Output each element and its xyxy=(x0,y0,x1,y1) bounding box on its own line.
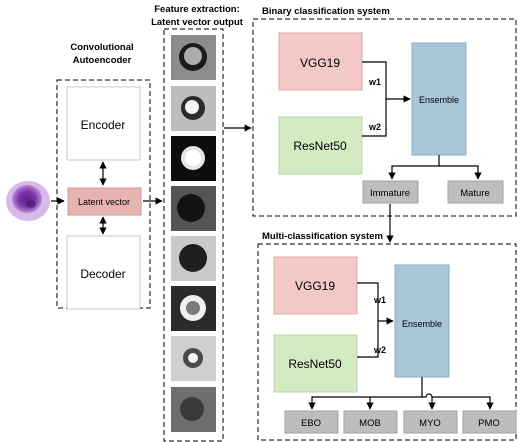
binary-ensemble-label: Ensemble xyxy=(419,95,459,105)
encoder-box xyxy=(66,86,141,161)
multi-resnet50-label: ResNet50 xyxy=(288,357,342,371)
multi-output-box xyxy=(343,410,398,434)
feature-tile xyxy=(171,136,216,181)
binary-arrow-to-mature xyxy=(439,165,482,180)
binary-ensemble-box xyxy=(411,42,467,156)
feature-tile xyxy=(171,186,216,231)
multi-output-box xyxy=(403,410,458,434)
binary-w2-label: w2 xyxy=(368,122,381,132)
multi-arrow-to-myo xyxy=(422,393,436,410)
feature-tile xyxy=(171,336,216,381)
multi-output-label: MOB xyxy=(359,418,381,429)
autoencoder-title-line2: Autoencoder xyxy=(73,55,132,66)
autoencoder-frame xyxy=(56,79,151,309)
binary-vgg19-box xyxy=(278,32,363,91)
binary-output-immature-label: Immature xyxy=(370,188,410,199)
multi-ensemble-label: Ensemble xyxy=(402,319,442,329)
multi-output-label: EBO xyxy=(301,418,321,429)
binary-resnet50-box xyxy=(278,116,363,175)
binary-output-mature xyxy=(447,180,504,204)
feature-tile xyxy=(171,387,216,432)
feature-tile xyxy=(171,236,216,281)
multi-output-label: MYO xyxy=(419,418,441,429)
feature-tile xyxy=(171,86,216,131)
latent-vector-label: Latent vector xyxy=(78,197,130,207)
multi-w1-label: w1 xyxy=(373,295,386,305)
feature-title-line1: Feature extraction: xyxy=(154,4,240,15)
binary-title: Binary classification system xyxy=(262,6,390,17)
feature-frame xyxy=(163,28,224,442)
decoder-label: Decoder xyxy=(80,267,125,281)
multi-output-box xyxy=(284,410,339,434)
multi-frame xyxy=(257,243,517,441)
feature-title-line2: Latent vector output xyxy=(151,17,244,28)
multi-output-box xyxy=(462,410,517,434)
binary-vgg19-label: VGG19 xyxy=(300,56,340,70)
decoder-box xyxy=(66,235,141,310)
multi-w2-label: w2 xyxy=(373,345,386,355)
binary-output-mature-label: Mature xyxy=(460,188,490,199)
multi-vgg19-label: VGG19 xyxy=(295,279,335,293)
binary-arrow-to-immature xyxy=(388,155,440,180)
multi-vgg19-box xyxy=(273,256,358,315)
input-cell-image xyxy=(6,181,50,221)
multi-arrow-to-pmo xyxy=(432,396,494,410)
multi-merge-lines xyxy=(357,282,379,358)
multi-resnet50-box xyxy=(273,334,358,393)
binary-output-immature xyxy=(362,180,419,204)
encoder-label: Encoder xyxy=(81,118,126,132)
feature-tile xyxy=(171,286,216,331)
feature-tile xyxy=(171,35,216,80)
multi-arrow-to-ebo xyxy=(308,377,423,410)
autoencoder-title-line1: Convolutional xyxy=(70,42,133,53)
binary-w1-label: w1 xyxy=(368,77,381,87)
multi-output-label: PMO xyxy=(478,418,500,429)
binary-frame xyxy=(252,18,517,217)
binary-resnet50-label: ResNet50 xyxy=(293,139,347,153)
multi-ensemble-box xyxy=(394,264,450,378)
multi-title: Multi-classification system xyxy=(262,231,383,242)
latent-vector-box xyxy=(67,187,142,216)
